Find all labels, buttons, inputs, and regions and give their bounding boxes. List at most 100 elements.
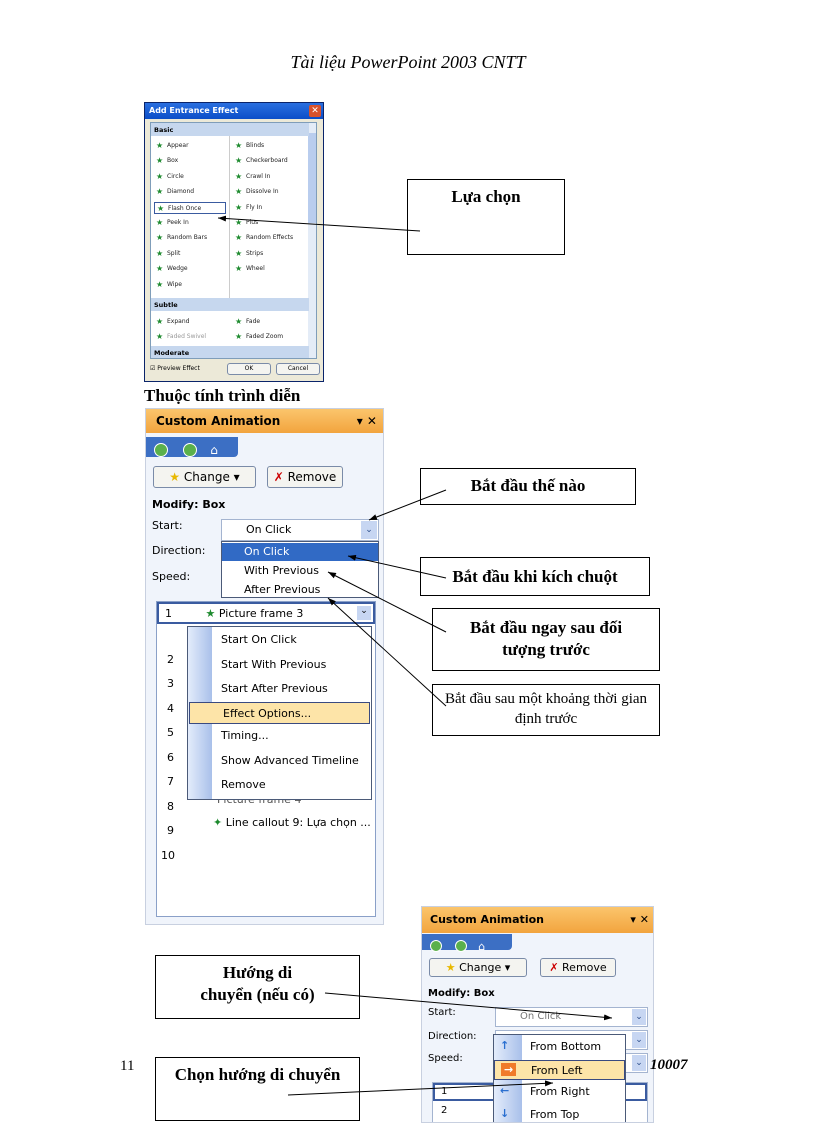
direction-label: Direction: <box>152 544 206 557</box>
effect-item[interactable]: Blinds <box>233 140 305 152</box>
effect-item[interactable]: Appear <box>154 140 226 152</box>
list-item-number[interactable]: 4 <box>167 701 174 715</box>
list-item-number[interactable]: 5 <box>167 726 174 739</box>
list-item[interactable]: 2 <box>441 1105 448 1116</box>
speed-label: Speed: <box>152 570 191 583</box>
effect-item[interactable]: Wipe <box>154 279 226 291</box>
close-icon[interactable]: ▾ ✕ <box>356 414 377 428</box>
effect-list: BasicAppearBoxCircleDiamondFlash OncePee… <box>150 122 317 359</box>
list-item-number[interactable]: 7 <box>167 775 174 788</box>
list-item-selected[interactable]: 1 ★ Picture frame 3 ⌄ <box>157 602 375 624</box>
effect-item[interactable]: Faded Swivel <box>154 331 226 343</box>
callout-choose-direction: Chọn hướng di chuyển <box>155 1057 360 1121</box>
nav-bar: ⌂ <box>422 934 512 953</box>
cancel-button[interactable]: Cancel <box>276 363 320 375</box>
start-label: Start: <box>152 519 183 532</box>
forward-icon[interactable] <box>183 442 198 457</box>
effect-item[interactable]: Plus <box>233 217 305 229</box>
direction-option[interactable]: →From Left <box>494 1059 625 1080</box>
effect-item[interactable]: Box <box>154 155 226 167</box>
close-icon[interactable]: ✕ <box>309 105 321 117</box>
context-menu-item[interactable]: Remove <box>221 778 266 791</box>
change-button[interactable]: ★ Change ▾ <box>429 958 527 977</box>
back-icon[interactable] <box>430 939 442 952</box>
effect-item[interactable]: Random Effects <box>233 232 305 244</box>
start-options-list: On Click With Previous After Previous <box>221 541 379 598</box>
effect-item[interactable]: Flash Once <box>154 201 226 215</box>
effect-item[interactable]: Expand <box>154 316 226 328</box>
direction-label: Direction: <box>428 1031 477 1042</box>
list-item-number[interactable]: 10 <box>161 848 175 862</box>
preview-effect-checkbox[interactable]: ☑ Preview Effect <box>150 365 200 372</box>
item-name: Picture frame 3 <box>218 607 304 620</box>
arrow <box>327 571 447 633</box>
effect-item[interactable]: Faded Zoom <box>233 331 305 343</box>
callout-delay: Bắt đầu sau một khoảng thời gian định tr… <box>432 684 660 736</box>
chevron-down-icon[interactable]: ⌄ <box>632 1032 646 1048</box>
ok-button[interactable]: OK <box>227 363 271 375</box>
callout-after-previous: Bắt đầu ngay sau đối tượng trước <box>432 608 660 671</box>
list-item-number[interactable]: 6 <box>167 750 174 764</box>
chevron-down-icon[interactable]: ⌄ <box>632 1009 646 1025</box>
start-dropdown[interactable]: On Click⌄ <box>221 519 379 541</box>
arrow <box>324 992 613 1021</box>
effect-item[interactable]: Crawl In <box>233 171 305 183</box>
list-item-number[interactable]: 9 <box>167 824 174 837</box>
option-on-click[interactable]: On Click <box>222 543 378 561</box>
group-header: Moderate <box>151 346 309 358</box>
start-dropdown[interactable]: On Click⌄ <box>495 1007 648 1027</box>
effect-item[interactable]: Random Bars <box>154 232 226 244</box>
remove-button[interactable]: ✗ Remove <box>267 466 343 488</box>
item-10[interactable]: ✦ Line callout 9: Lựa chọn ... <box>213 816 371 829</box>
context-menu-item[interactable]: Timing... <box>221 729 269 742</box>
list-item-number[interactable]: 2 <box>167 652 174 666</box>
arrow <box>287 1080 554 1096</box>
star-icon: ★ <box>205 607 216 620</box>
page-header: Tài liệu PowerPoint 2003 CNTT <box>290 52 526 72</box>
option-after-previous[interactable]: After Previous <box>244 583 321 596</box>
footer-code: 10007 <box>650 1057 688 1073</box>
effect-item[interactable]: Fly In <box>233 202 305 214</box>
change-button[interactable]: ★ Change ▾ <box>153 466 256 488</box>
forward-icon[interactable] <box>455 939 468 952</box>
home-icon[interactable]: ⌂ <box>478 940 486 953</box>
scrollbar[interactable] <box>308 123 316 358</box>
option-with-previous[interactable]: With Previous <box>244 564 319 577</box>
effect-item[interactable]: Split <box>154 248 226 260</box>
close-icon[interactable]: ▾ ✕ <box>630 913 649 926</box>
effect-item[interactable]: Checkerboard <box>233 155 305 167</box>
back-icon[interactable] <box>154 442 168 457</box>
effect-item[interactable]: Strips <box>233 248 305 260</box>
context-menu-item[interactable]: Start On Click <box>221 633 297 646</box>
context-menu-item[interactable]: Effect Options... <box>189 702 370 724</box>
direction-options-menu: ↑From Bottom →From Left ←From Right ↓From T… <box>493 1034 626 1122</box>
chevron-down-icon[interactable]: ⌄ <box>632 1055 646 1071</box>
direction-option[interactable]: ↓From Top <box>500 1106 580 1121</box>
callout-how-start: Bắt đầu thế nào <box>420 468 636 505</box>
chevron-down-icon[interactable]: ⌄ <box>361 521 377 539</box>
list-item-number[interactable]: 3 <box>167 677 174 690</box>
remove-icon: ✗ <box>549 961 559 974</box>
context-menu-item[interactable]: Start After Previous <box>221 682 328 695</box>
effect-item[interactable]: Diamond <box>154 186 226 198</box>
effect-item[interactable]: Dissolve In <box>233 186 305 198</box>
direction-option[interactable]: ↑From Bottom <box>500 1039 602 1053</box>
star-icon: ★ <box>169 470 181 484</box>
remove-button[interactable]: ✗ Remove <box>540 958 616 977</box>
direction-option[interactable]: ←From Right <box>500 1084 590 1098</box>
effect-item[interactable]: Wedge <box>154 263 226 275</box>
star-icon: ★ <box>445 961 456 974</box>
effect-item[interactable]: Circle <box>154 171 226 183</box>
context-menu-item[interactable]: Show Advanced Timeline <box>221 753 359 767</box>
home-icon[interactable]: ⌂ <box>210 443 218 457</box>
effect-item[interactable]: Wheel <box>233 263 305 275</box>
chevron-down-icon[interactable]: ⌄ <box>357 606 371 620</box>
arrow <box>327 597 447 707</box>
arrow-icon: → <box>501 1062 517 1076</box>
effect-item[interactable]: Fade <box>233 316 305 328</box>
effect-item[interactable]: Peek In <box>154 217 226 229</box>
modify-label: Modify: Box <box>428 988 495 999</box>
context-menu-item[interactable]: Start With Previous <box>221 657 327 671</box>
list-item-number[interactable]: 8 <box>167 799 174 813</box>
